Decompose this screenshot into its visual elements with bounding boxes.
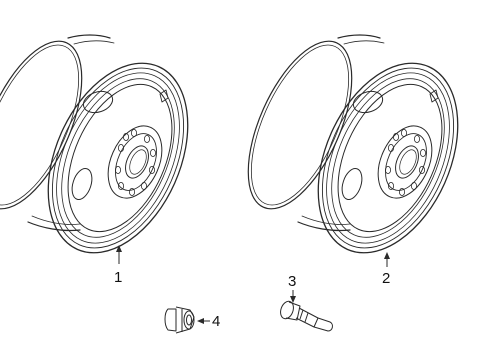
arrow-head-1 [116, 245, 122, 252]
steel-wheel-icon [226, 25, 486, 276]
callout-4: 4 [212, 313, 220, 330]
valve-stem: 3 [280, 273, 333, 332]
arrow-head-4 [197, 318, 204, 324]
callout-2: 2 [382, 270, 390, 287]
arrow-head-2 [384, 252, 390, 259]
lug-nut: 4 [164, 306, 220, 334]
callout-1: 1 [114, 269, 122, 286]
valve-stem-icon [280, 300, 333, 332]
wheel-right: 2 [226, 25, 486, 287]
steel-wheel-icon [0, 25, 216, 276]
lug-nut-icon [164, 306, 195, 334]
arrow-head-3 [290, 296, 296, 303]
callout-3: 3 [288, 273, 296, 290]
wheel-left: 1 [0, 25, 216, 286]
